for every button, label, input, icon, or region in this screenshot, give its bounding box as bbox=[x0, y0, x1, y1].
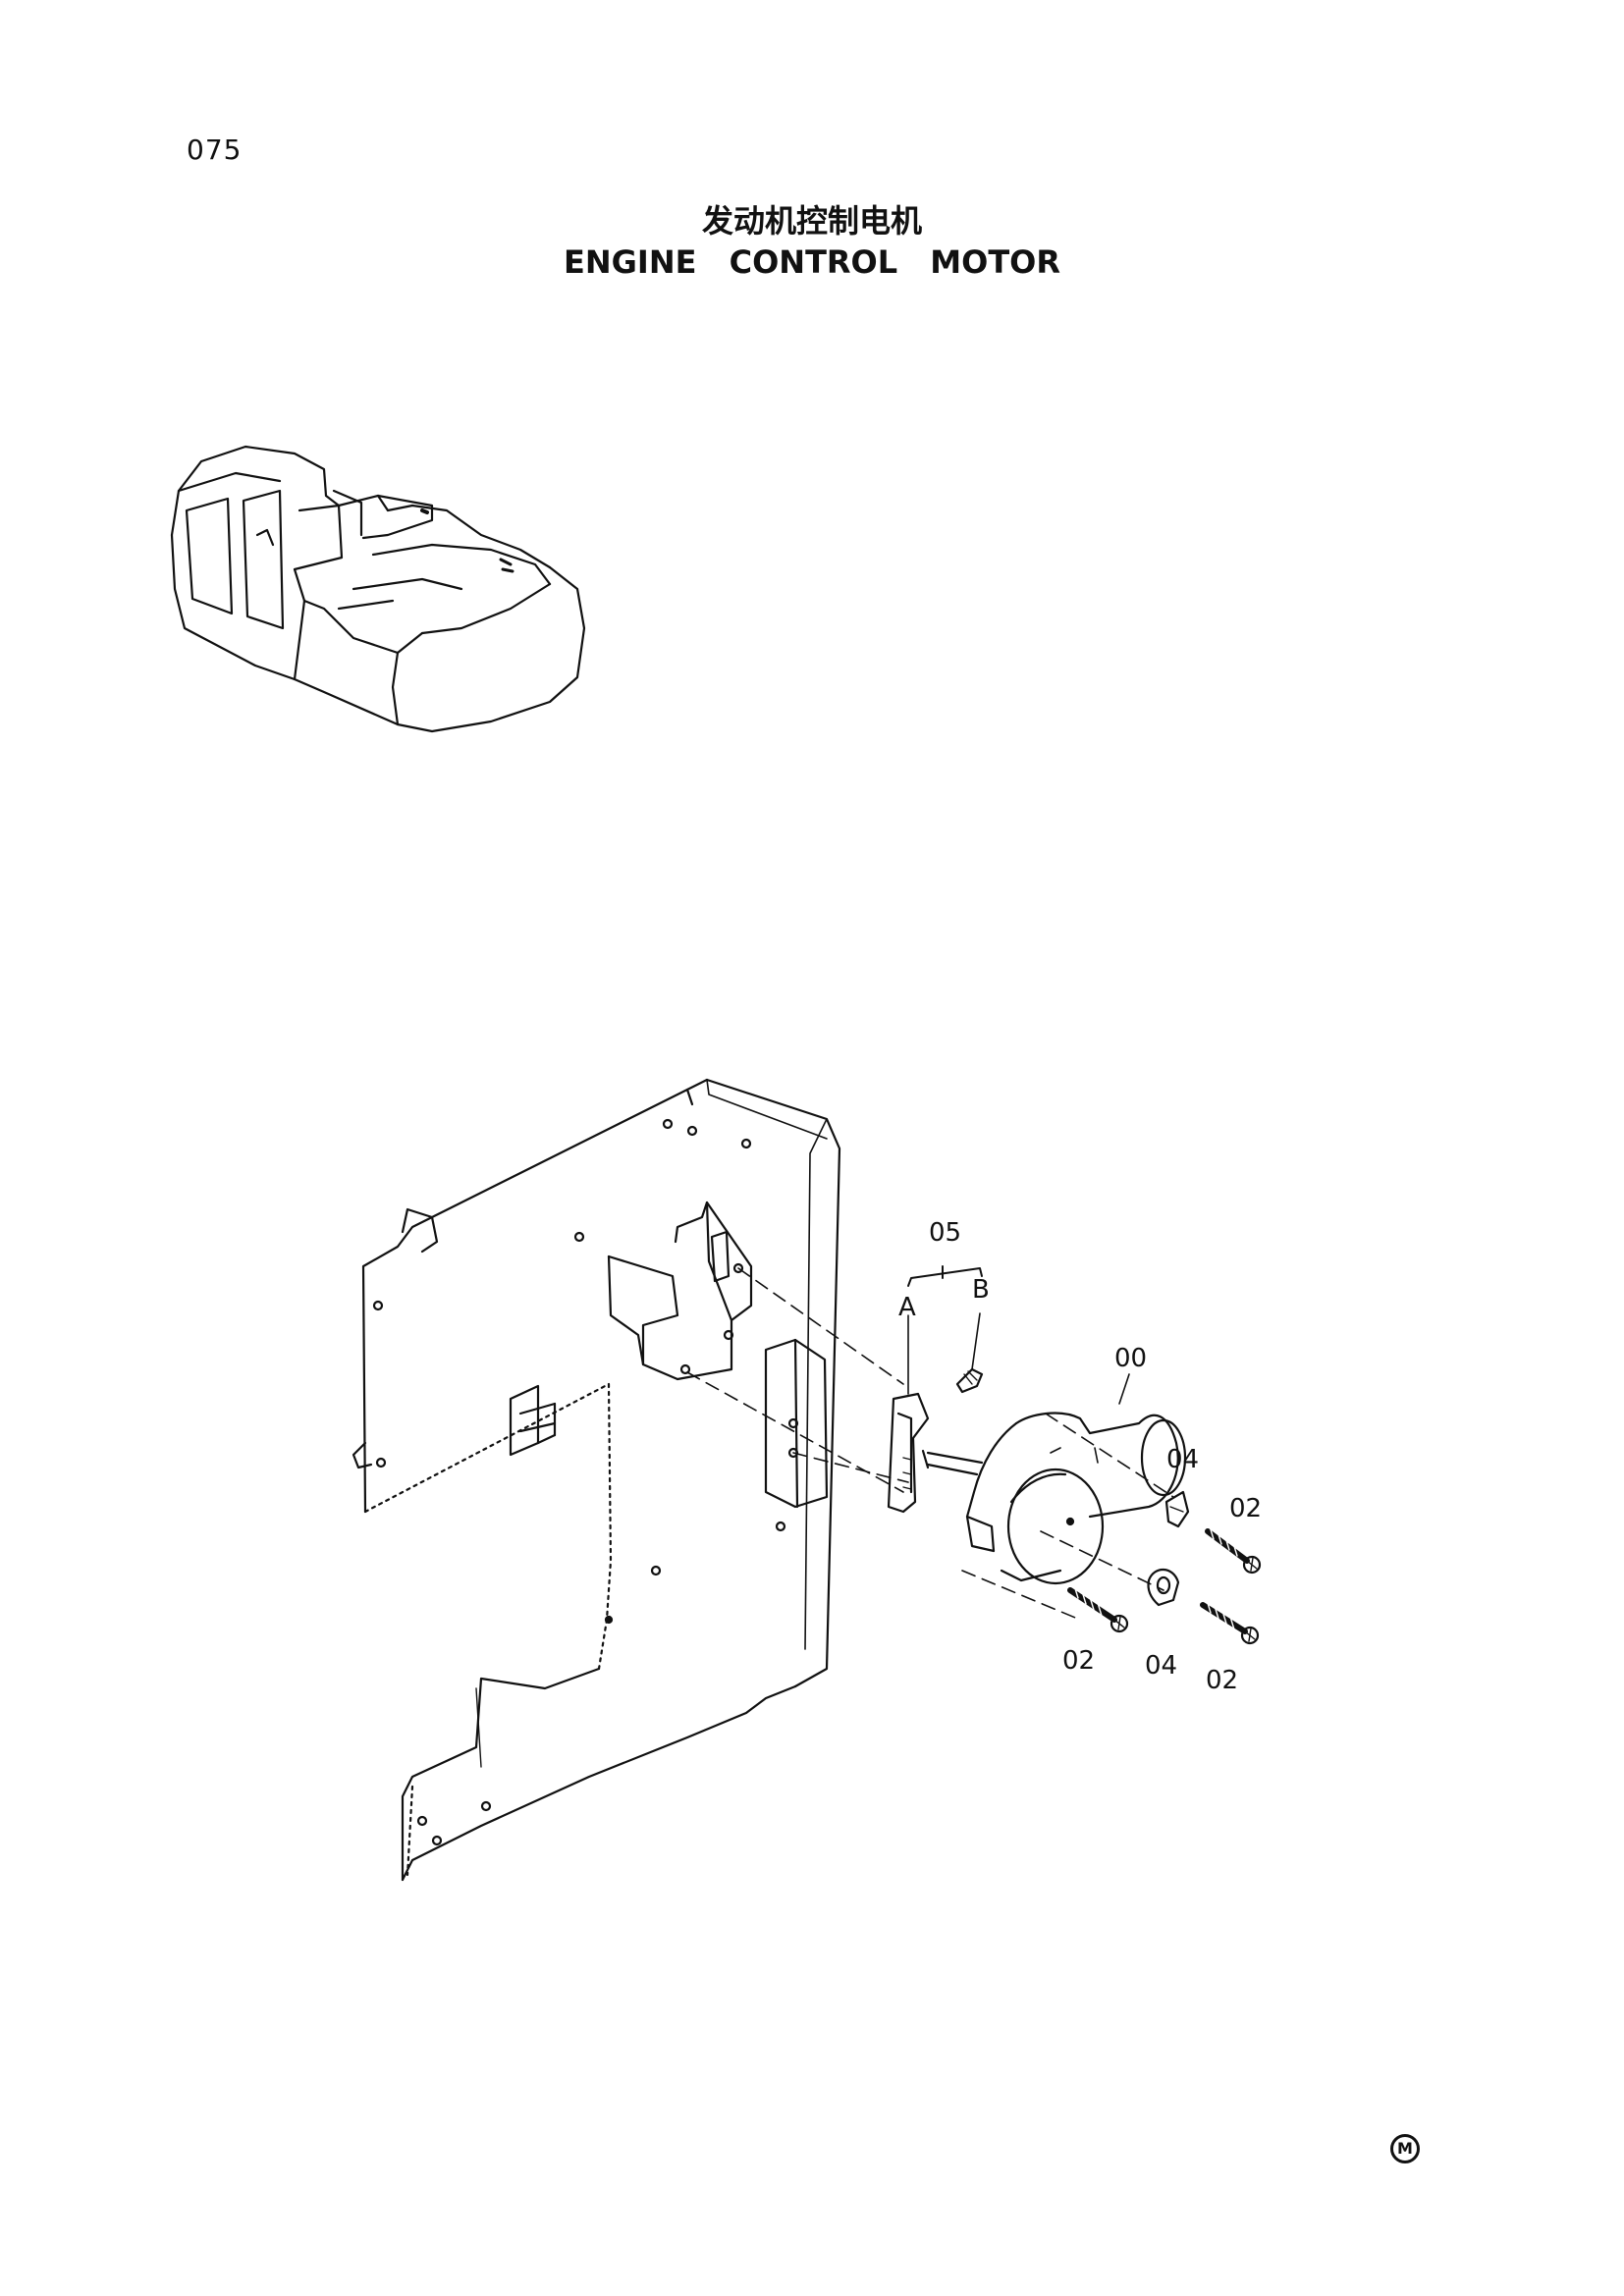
callout-02-lower: 02 bbox=[1206, 1666, 1238, 1695]
vertical-channel bbox=[764, 1338, 829, 1509]
callout-05: 05 bbox=[929, 1218, 961, 1248]
title-english: ENGINE CONTROL MOTOR bbox=[564, 243, 1060, 281]
leader-lines bbox=[907, 1312, 1130, 1405]
callout-02-upper: 02 bbox=[1229, 1494, 1262, 1523]
callout-04-lower: 04 bbox=[1145, 1651, 1177, 1681]
page-number: 075 bbox=[187, 133, 243, 166]
linkage-part-a bbox=[887, 1392, 930, 1514]
excavator-locator-drawing bbox=[170, 445, 586, 733]
alignment-lines bbox=[686, 1267, 1174, 1621]
mounting-panel bbox=[352, 1078, 841, 1882]
callout-00: 00 bbox=[1114, 1344, 1147, 1373]
control-motor bbox=[921, 1412, 1187, 1585]
screw-02-left bbox=[1067, 1584, 1129, 1633]
clip-04-lower bbox=[1147, 1568, 1180, 1607]
manufacturer-logo-mark: M bbox=[1390, 2134, 1420, 2163]
callout-bracket-05 bbox=[907, 1265, 983, 1287]
clip-04-upper bbox=[1164, 1490, 1190, 1528]
title-chinese: 发动机控制电机 bbox=[701, 202, 922, 240]
bolt-part-b bbox=[955, 1367, 984, 1394]
screw-02-upper bbox=[1205, 1525, 1262, 1575]
callout-a: A bbox=[898, 1293, 916, 1322]
u-bracket bbox=[509, 1384, 557, 1457]
motor-bracket bbox=[607, 1201, 753, 1381]
callout-b: B bbox=[972, 1275, 990, 1305]
callout-02-left: 02 bbox=[1062, 1646, 1095, 1676]
screw-02-lower bbox=[1200, 1599, 1260, 1645]
callout-04-upper: 04 bbox=[1166, 1445, 1199, 1474]
